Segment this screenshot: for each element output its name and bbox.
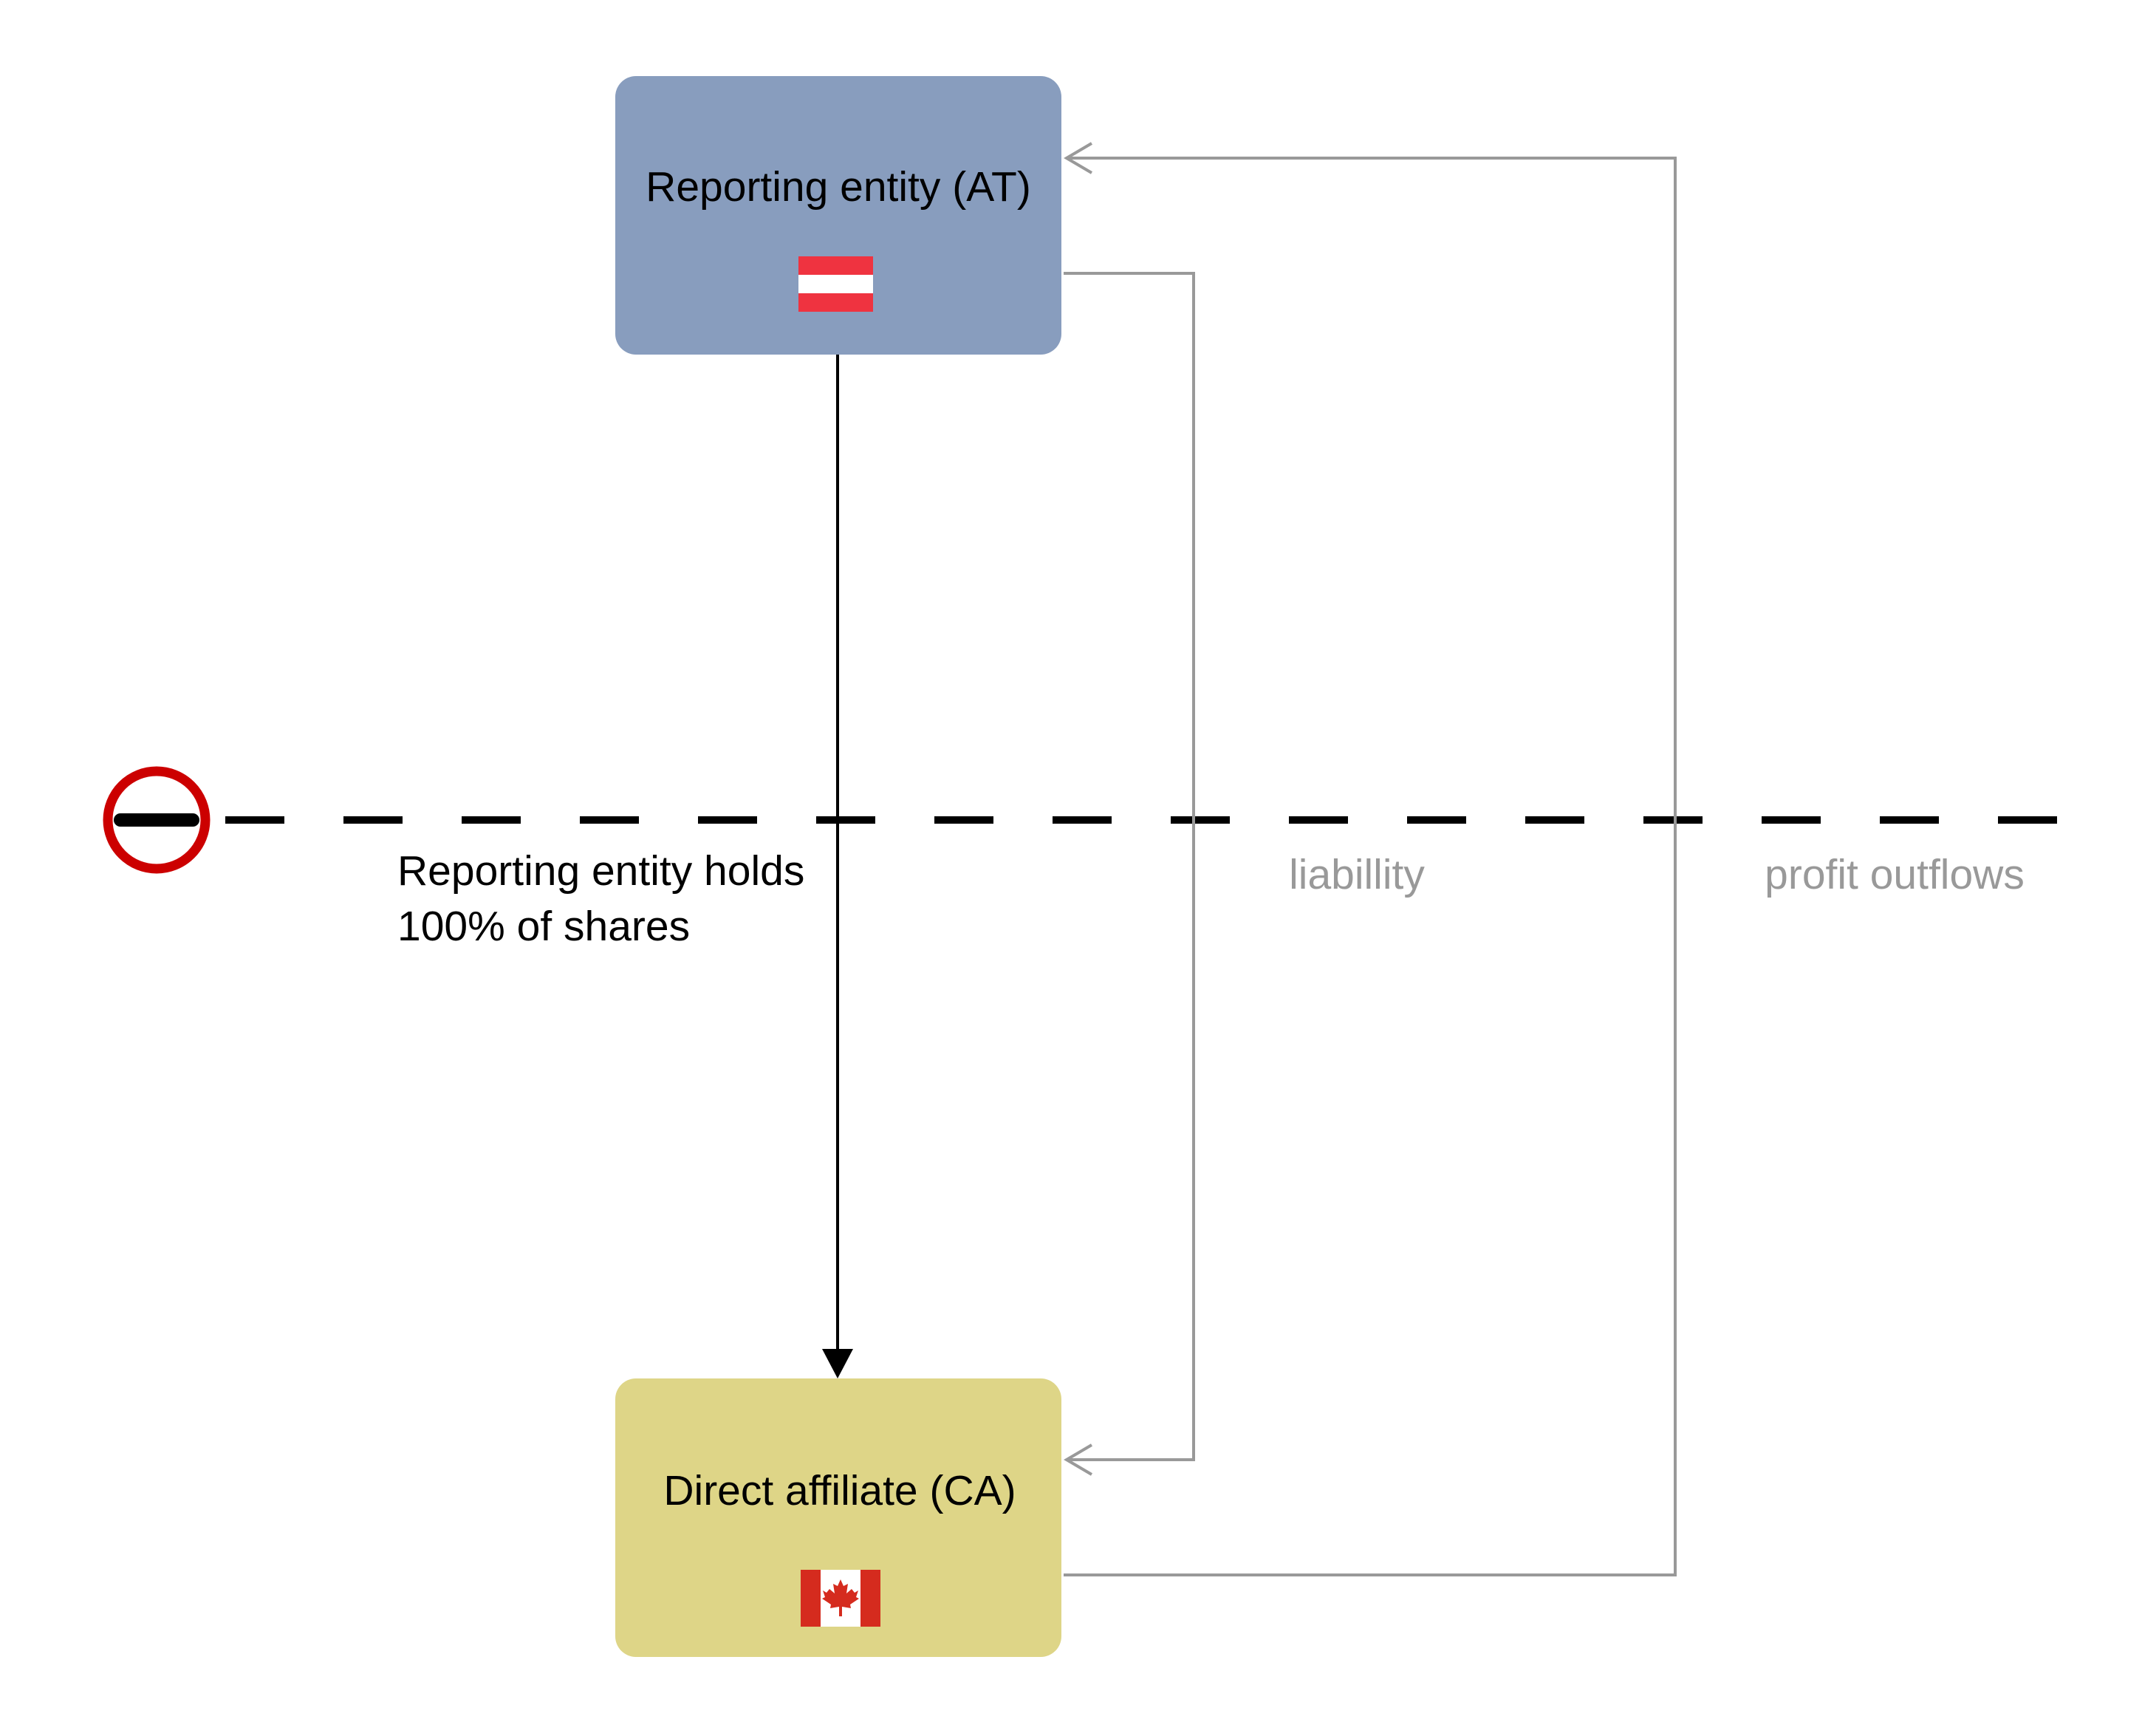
reporting-entity-label: Reporting entity (AT) [646,163,1031,211]
reporting-entity-box[interactable] [615,76,1061,355]
profit-outflows-label: profit outflows [1765,851,2025,898]
node-direct-affiliate[interactable]: Direct affiliate (CA) [615,1378,1061,1657]
no-entry-icon [103,766,211,874]
shareholding-connector [822,355,853,1378]
shareholding-label-line1: Reporting entity holds [397,847,804,895]
profit-outflows-connector [1064,142,1677,1576]
node-reporting-entity[interactable]: Reporting entity (AT) [615,76,1061,355]
canada-flag-icon [801,1570,880,1627]
direct-affiliate-box[interactable] [615,1378,1061,1657]
shareholding-label-line2: 100% of shares [397,903,690,950]
austria-flag-icon [798,256,873,312]
direct-affiliate-label: Direct affiliate (CA) [663,1467,1016,1514]
liability-label: liabillity [1289,851,1425,898]
liability-connector [1064,272,1195,1476]
